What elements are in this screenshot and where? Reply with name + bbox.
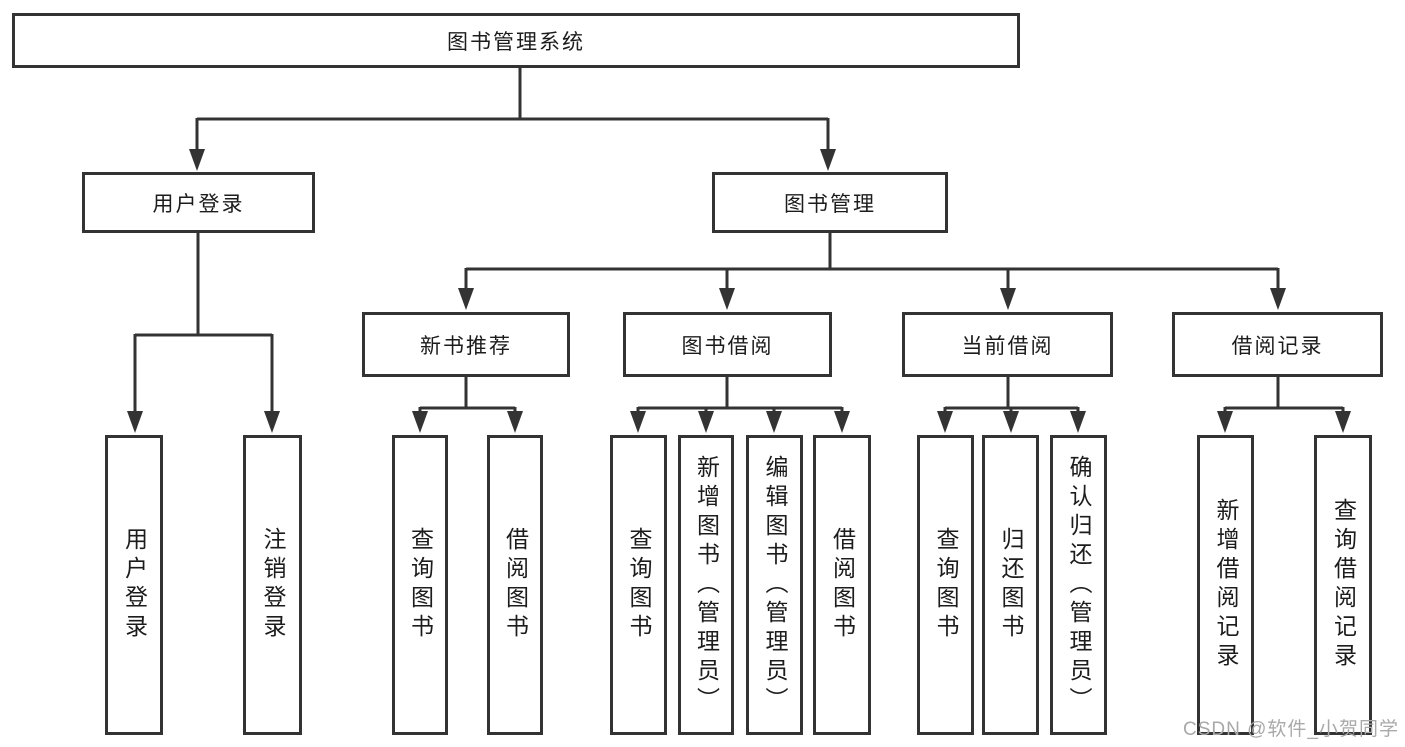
node-borrowing-records: 借阅记录 [1172, 312, 1383, 377]
csdn-watermark: CSDN @软件_小贺同学 [1183, 719, 1399, 740]
leaf-return-books: 归还图书 [982, 435, 1039, 735]
node-label: 归还图书 [998, 527, 1024, 643]
node-label: 用户登录 [152, 192, 245, 216]
node-label: 借阅记录 [1231, 334, 1324, 358]
node-user-login: 用户登录 [82, 172, 315, 233]
leaf-query-borrowing-record: 查询借阅记录 [1314, 435, 1372, 735]
node-label: 图书管理系统 [447, 30, 585, 54]
leaf-confirm-return-admin: 确认归还（管理员） [1050, 435, 1107, 735]
leaf-user-login: 用户登录 [105, 435, 163, 735]
node-label: 确认归还（管理员） [1066, 454, 1092, 716]
leaf-edit-books-admin: 编辑图书（管理员） [746, 435, 803, 735]
node-label: 查询图书 [933, 527, 959, 643]
node-label: 注销登录 [260, 527, 286, 643]
node-label: 新书推荐 [420, 334, 512, 358]
leaf-query-books-borrowing: 查询图书 [610, 435, 667, 735]
node-label: 图书借阅 [681, 334, 774, 358]
node-label: 查询图书 [407, 527, 434, 643]
node-label: 编辑图书（管理员） [762, 454, 788, 716]
leaf-add-borrowing-record: 新增借阅记录 [1197, 435, 1254, 735]
node-root-system: 图书管理系统 [12, 13, 1020, 68]
leaf-query-books-recommend: 查询图书 [392, 435, 448, 735]
node-label: 借阅图书 [829, 527, 856, 643]
node-label: 图书管理 [784, 192, 876, 216]
node-label: 借阅图书 [502, 527, 529, 643]
leaf-borrow-books-recommend: 借阅图书 [487, 435, 543, 735]
node-label: 查询图书 [626, 527, 652, 643]
node-label: 查询借阅记录 [1330, 498, 1357, 672]
leaf-query-books-current: 查询图书 [917, 435, 974, 735]
node-book-management: 图书管理 [712, 172, 948, 233]
leaf-borrow-books-borrowing: 借阅图书 [813, 435, 871, 735]
node-current-borrowing: 当前借阅 [902, 312, 1113, 377]
node-label: 当前借阅 [961, 334, 1054, 358]
leaf-logout: 注销登录 [243, 435, 302, 735]
node-new-book-recommend: 新书推荐 [362, 312, 570, 377]
node-book-borrowing: 图书借阅 [623, 312, 832, 377]
node-label: 新增图书（管理员） [693, 454, 720, 716]
node-label: 新增借阅记录 [1213, 498, 1239, 672]
leaf-add-books-admin: 新增图书（管理员） [678, 435, 734, 735]
node-label: 用户登录 [121, 527, 148, 643]
arrowheads [127, 149, 1351, 433]
